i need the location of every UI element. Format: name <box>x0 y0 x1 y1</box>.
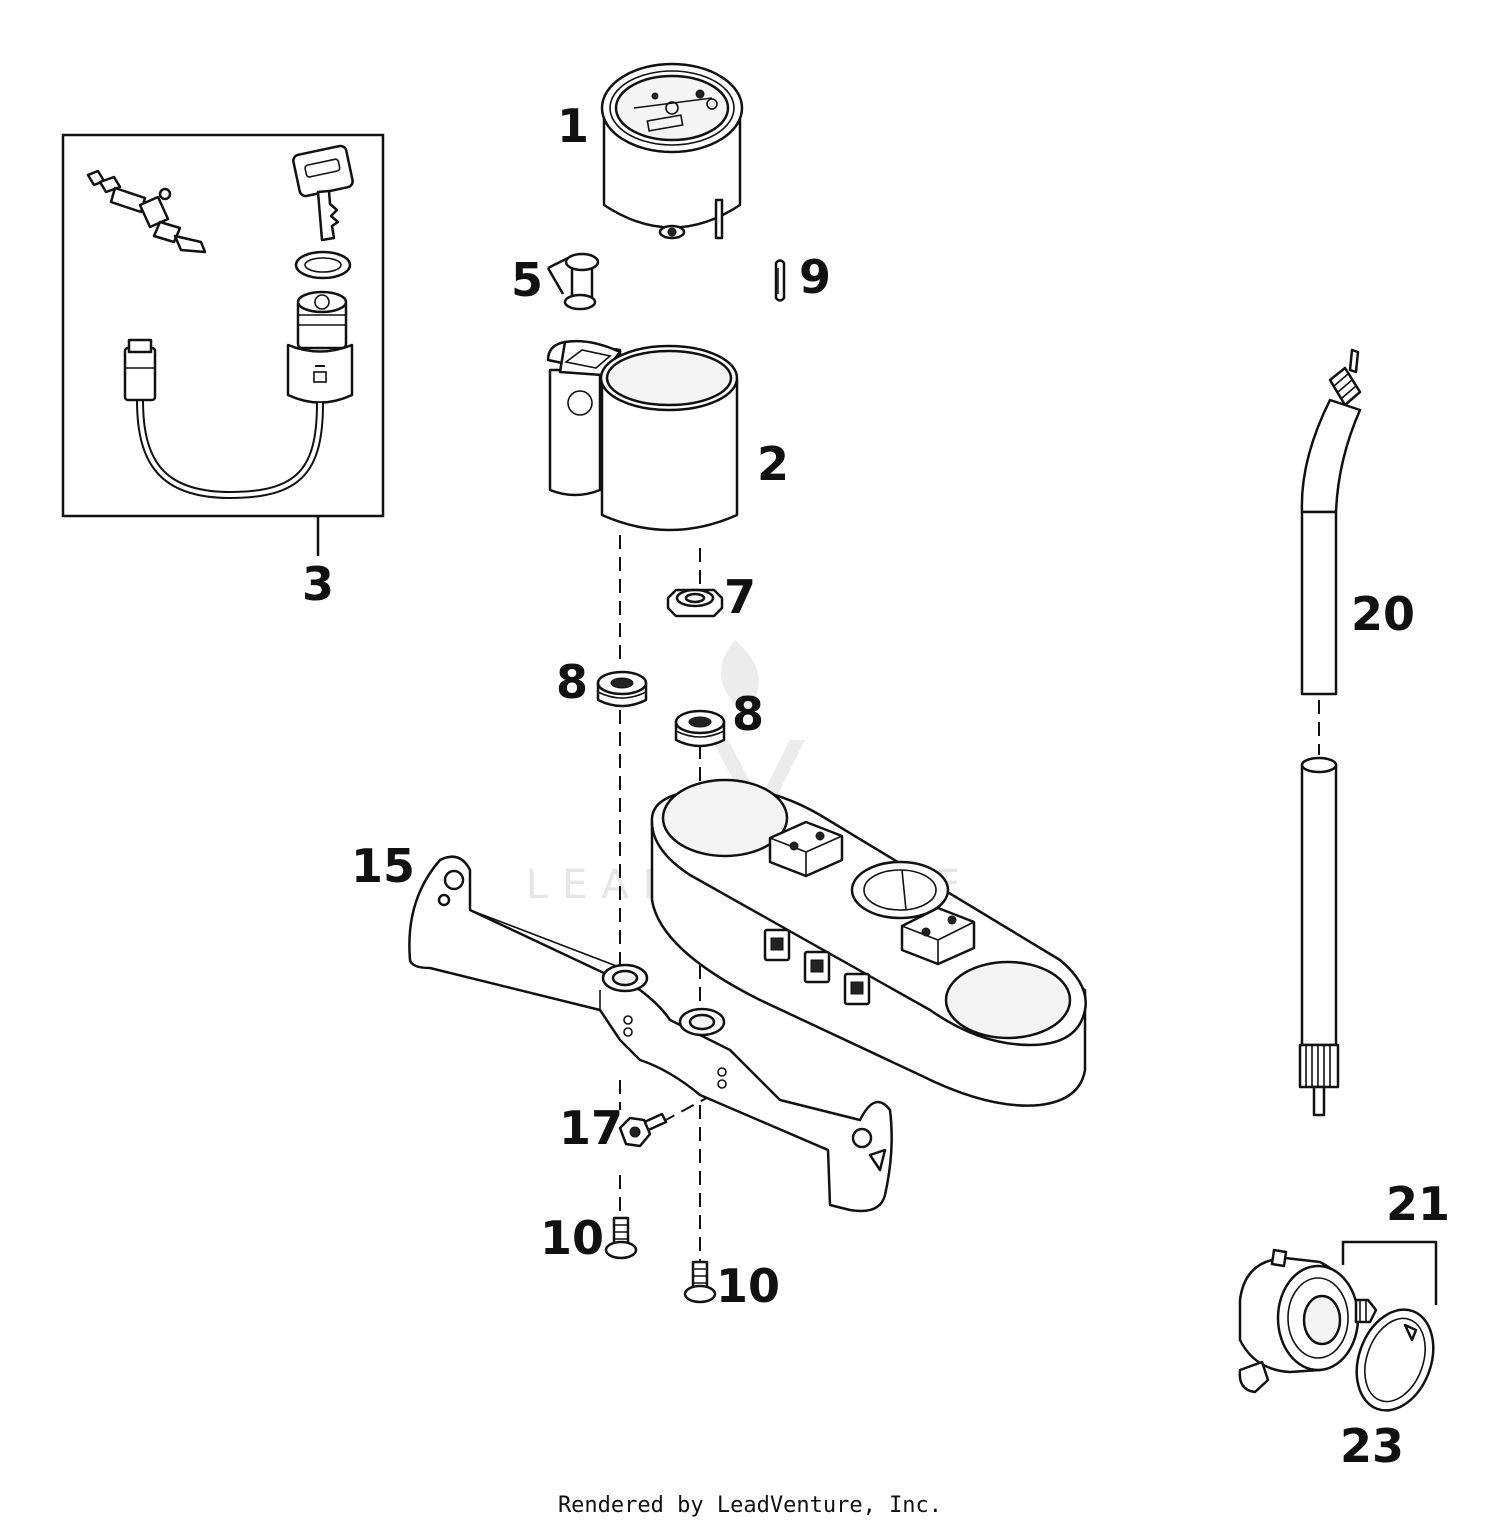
callout-23: 23 <box>1340 1419 1404 1473</box>
ignition-switch-body <box>286 290 354 404</box>
callout-7: 7 <box>724 570 756 624</box>
callout-21: 21 <box>1386 1177 1450 1231</box>
callout-20: 20 <box>1351 587 1415 641</box>
ignition-key <box>292 144 354 242</box>
speedometer <box>600 62 744 240</box>
mounting-pin <box>546 252 600 311</box>
lock-cylinder-parts <box>86 169 207 254</box>
retaining-ring <box>1355 1308 1435 1412</box>
callout-8-upper: 8 <box>556 655 588 709</box>
callout-17: 17 <box>559 1101 623 1155</box>
grommet-lower <box>674 709 726 748</box>
clamp-block-lower <box>900 906 976 966</box>
triple-clamp <box>650 778 1087 1107</box>
screw-right <box>683 1260 717 1304</box>
speedometer-housing <box>546 339 739 532</box>
clamp-block-upper <box>768 820 844 878</box>
callout-5: 5 <box>511 253 543 307</box>
switch-ring <box>294 250 352 280</box>
callout-8-lower: 8 <box>732 687 764 741</box>
callout-2: 2 <box>757 437 789 491</box>
callout-21-bracket <box>1341 1240 1438 1305</box>
speedometer-cable <box>1298 348 1362 1117</box>
grommet-upper <box>596 670 648 708</box>
mounting-bracket <box>408 855 893 1213</box>
callout-1: 1 <box>557 99 589 153</box>
callout-10-left: 10 <box>540 1211 604 1265</box>
callout-3: 3 <box>302 557 334 611</box>
screw <box>618 1112 668 1148</box>
callout-10-right: 10 <box>716 1259 780 1313</box>
screw-left <box>604 1216 638 1260</box>
switch-connector <box>123 338 157 402</box>
speedometer-drive-unit <box>1238 1248 1378 1394</box>
callout-9: 9 <box>799 250 831 304</box>
bulb <box>774 259 786 302</box>
nut <box>666 588 724 618</box>
alignment-line <box>661 1093 715 1123</box>
footer-credit: Rendered by LeadVenture, Inc. <box>558 1493 942 1518</box>
ignition-switch-kit <box>61 133 385 556</box>
callout-15: 15 <box>351 839 415 893</box>
callout-labels: 1 2 3 5 7 8 8 9 10 10 15 17 20 21 23 <box>302 99 1450 1473</box>
kit-frame <box>61 133 385 518</box>
